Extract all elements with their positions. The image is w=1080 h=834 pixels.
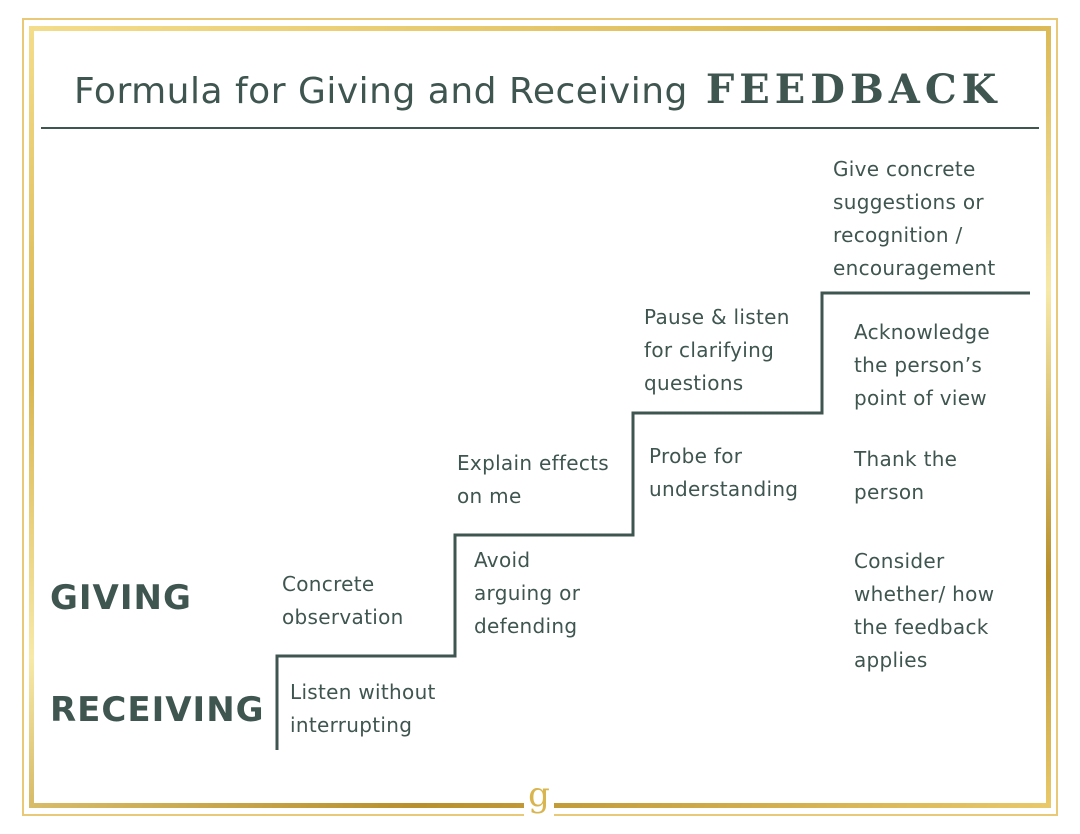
giving-step-2: Explain effects on me (457, 451, 610, 508)
giving-step-4: Give concrete suggestions or recognition… (833, 157, 996, 280)
receiving-step-4: Acknowledge the person’s point of view (854, 320, 991, 410)
title-divider (41, 127, 1039, 129)
giving-step-1: Concrete observation (282, 572, 404, 629)
receiving-label: RECEIVING (50, 690, 265, 730)
staircase-path (275, 291, 1030, 750)
title-main-text: Formula for Giving and Receiving (74, 71, 688, 112)
page-title: Formula for Giving and Receiving FEEDBAC… (74, 66, 1001, 126)
title-accent-text: FEEDBACK (705, 66, 1002, 113)
giving-label: GIVING (50, 578, 192, 618)
receiving-step-6: Consider whether/ how the feedback appli… (854, 549, 995, 672)
brand-logo-icon: g (524, 778, 554, 818)
receiving-step-3: Probe for understanding (649, 444, 799, 501)
receiving-step-5: Thank the person (854, 447, 958, 504)
giving-step-3: Pause & listen for clarifying questions (644, 305, 790, 395)
gold-border-frame (29, 26, 1051, 808)
receiving-step-1: Listen without interrupting (290, 680, 436, 737)
receiving-step-2: Avoid arguing or defending (474, 548, 581, 638)
